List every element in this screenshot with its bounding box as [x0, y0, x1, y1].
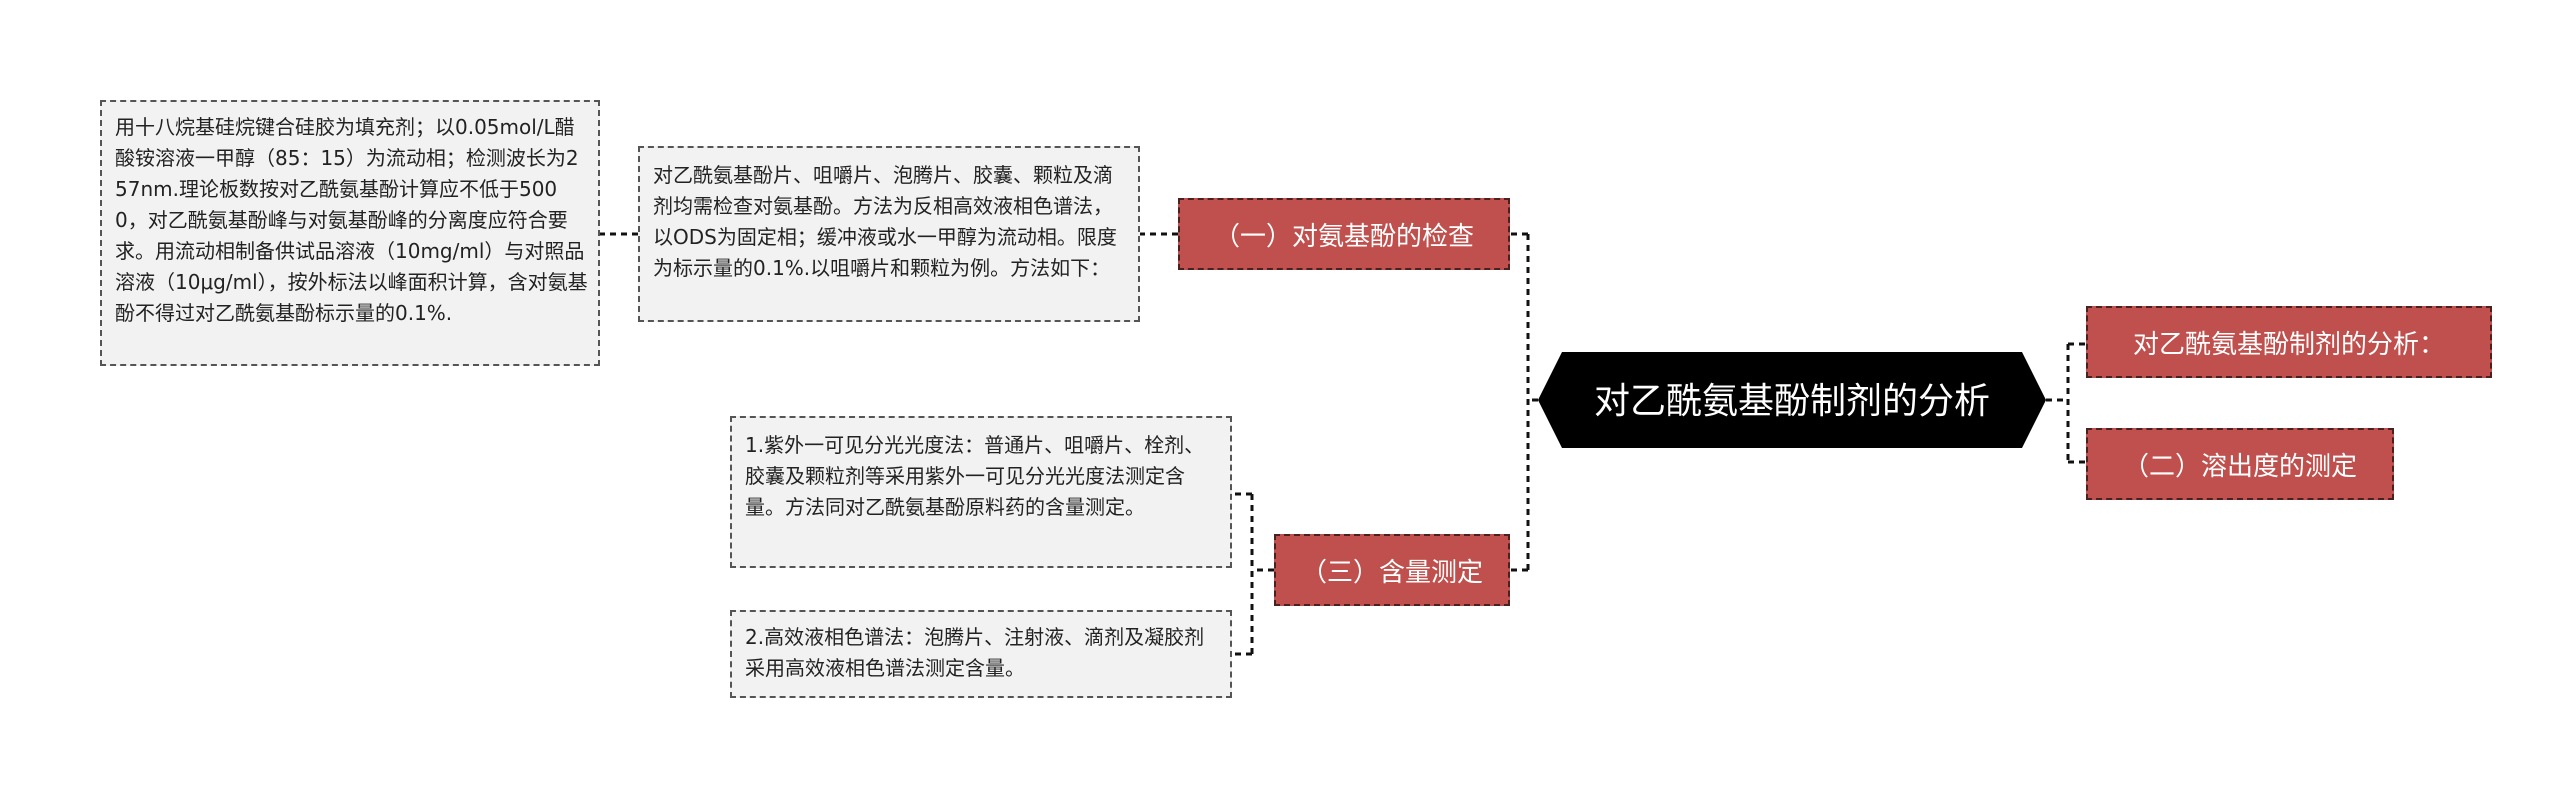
- leaf-text: 用十八烷基硅烷键合硅胶为填充剂；以0.05mol/L醋酸铵溶液一甲醇（85：15…: [115, 115, 588, 325]
- leaf-hplc-method[interactable]: 2.高效液相色谱法：泡腾片、注射液、滴剂及凝胶剂采用高效液相色谱法测定含量。: [730, 610, 1232, 698]
- leaf-aminophenol-hplc-conditions[interactable]: 用十八烷基硅烷键合硅胶为填充剂；以0.05mol/L醋酸铵溶液一甲醇（85：15…: [100, 100, 600, 366]
- branch-content-assay[interactable]: （三）含量测定: [1274, 534, 1510, 606]
- leaf-text: 2.高效液相色谱法：泡腾片、注射液、滴剂及凝胶剂采用高效液相色谱法测定含量。: [745, 625, 1205, 680]
- root-topic[interactable]: 对乙酰氨基酚制剂的分析: [1538, 352, 2046, 448]
- root-title: 对乙酰氨基酚制剂的分析: [1593, 381, 1990, 422]
- branch-dissolution[interactable]: （二）溶出度的测定: [2086, 428, 2394, 500]
- branch-label: （一）对氨基酚的检查: [1213, 221, 1474, 252]
- leaf-text: 1.紫外一可见分光光度法：普通片、咀嚼片、栓剂、胶囊及颗粒剂等采用紫外一可见分光…: [745, 433, 1205, 519]
- leaf-text: 对乙酰氨基酚片、咀嚼片、泡腾片、胶囊、颗粒及滴剂均需检查对氨基酚。方法为反相高效…: [653, 163, 1117, 280]
- branch-label: 对乙酰氨基酚制剂的分析：: [2132, 329, 2445, 360]
- branch-label: （二）溶出度的测定: [2122, 451, 2357, 482]
- branch-aminophenol-check[interactable]: （一）对氨基酚的检查: [1178, 198, 1510, 270]
- leaf-aminophenol-method-intro[interactable]: 对乙酰氨基酚片、咀嚼片、泡腾片、胶囊、颗粒及滴剂均需检查对氨基酚。方法为反相高效…: [638, 146, 1140, 322]
- leaf-uv-vis-method[interactable]: 1.紫外一可见分光光度法：普通片、咀嚼片、栓剂、胶囊及颗粒剂等采用紫外一可见分光…: [730, 416, 1232, 568]
- branch-analysis-heading[interactable]: 对乙酰氨基酚制剂的分析：: [2086, 306, 2492, 378]
- branch-label: （三）含量测定: [1300, 557, 1483, 588]
